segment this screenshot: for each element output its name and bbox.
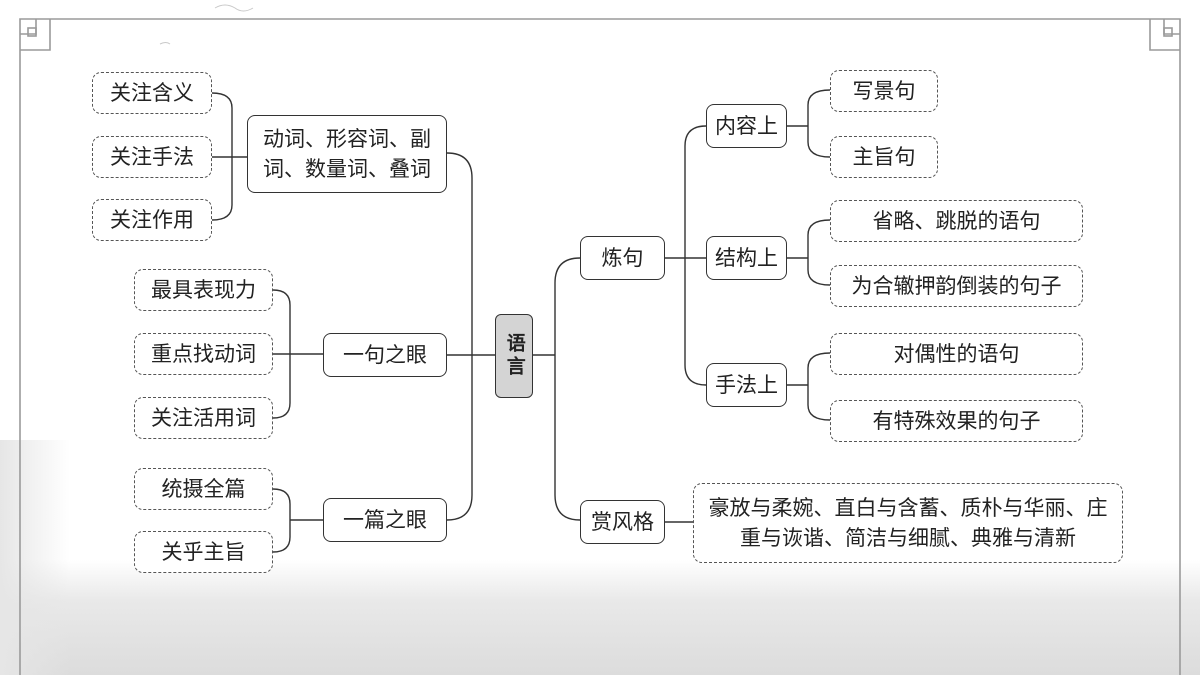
word-eye-child-technique: 关注手法: [92, 136, 212, 178]
technique-child-parallelism: 对偶性的语句: [830, 333, 1083, 375]
root-node: 语言: [495, 314, 533, 398]
content-node: 内容上: [706, 104, 787, 148]
article-eye-child-overview: 统摄全篇: [134, 468, 273, 510]
refine-sentence-node: 炼句: [580, 236, 665, 280]
content-child-scenery: 写景句: [830, 70, 938, 112]
word-eye-child-meaning: 关注含义: [92, 72, 212, 114]
structure-child-ellipsis: 省略、跳脱的语句: [830, 200, 1083, 242]
style-detail-box: 豪放与柔婉、直白与含蓄、质朴与华丽、庄重与诙谐、简洁与细腻、典雅与清新: [693, 483, 1123, 563]
sentence-eye-child-flexible-use: 关注活用词: [134, 397, 273, 439]
word-eye-child-function: 关注作用: [92, 199, 212, 241]
style-detail-text: 豪放与柔婉、直白与含蓄、质朴与华丽、庄重与诙谐、简洁与细腻、典雅与清新: [708, 495, 1108, 550]
structure-child-inversion: 为合辙押韵倒装的句子: [830, 265, 1083, 307]
structure-node: 结构上: [706, 236, 787, 280]
sentence-eye-child-verbs: 重点找动词: [134, 333, 273, 375]
word-eye-label: 动词、形容词、副词、数量词、叠词: [263, 126, 431, 181]
technique-child-special-effect: 有特殊效果的句子: [830, 400, 1083, 442]
article-eye-node: 一篇之眼: [323, 498, 447, 542]
word-eye-node: 动词、形容词、副词、数量词、叠词: [247, 115, 447, 193]
sentence-eye-node: 一句之眼: [323, 333, 447, 377]
sentence-eye-child-expressive: 最具表现力: [134, 269, 273, 311]
content-child-theme: 主旨句: [830, 136, 938, 178]
technique-node: 手法上: [706, 363, 787, 407]
mist-background: [0, 560, 1200, 675]
appreciate-style-node: 赏风格: [580, 500, 665, 544]
article-eye-child-theme: 关乎主旨: [134, 531, 273, 573]
root-label: 语言: [503, 333, 526, 379]
mountain-decoration: [0, 440, 70, 675]
